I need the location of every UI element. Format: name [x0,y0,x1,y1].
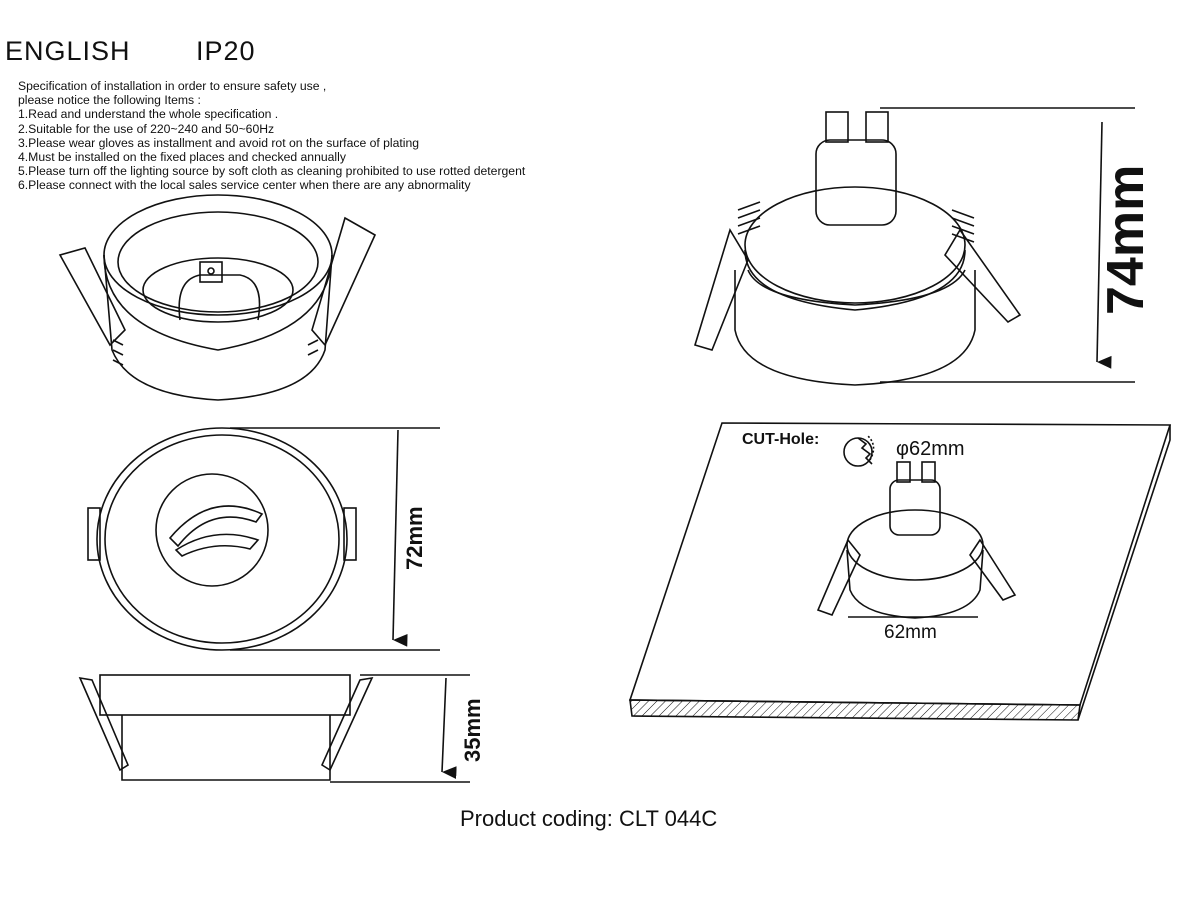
spec-item: 4.Must be installed on the fixed places … [18,150,346,165]
spec-item: 1.Read and understand the whole specific… [18,107,279,122]
installed-width: 62mm [884,622,937,643]
lamp-front-view [87,427,440,651]
spec-item: 5.Please turn off the lighting source by… [18,164,526,179]
spec-item: 6.Please connect with the local sales se… [18,178,471,193]
product-coding: Product coding: CLT 044C [460,806,718,831]
height-dimension: 74mm [1097,165,1155,315]
lamp-gu10-view [693,107,1135,386]
depth-dimension: 35mm [460,698,485,762]
language-label: ENGLISH [5,36,131,66]
ceiling-board [628,422,1172,721]
spec-intro: please notice the following Items : [18,93,201,108]
installation-specification: Specification of installation in order t… [18,79,525,193]
cut-hole-diameter: φ62mm [896,438,965,460]
lamp-side-view [78,674,470,783]
spec-item: 2.Suitable for the use of 220~240 and 50… [18,121,275,136]
diameter-dimension: 72mm [402,506,427,570]
cut-hole-label: CUT-Hole: [742,431,819,448]
lamp-perspective-view [58,194,377,401]
ip-rating: IP20 [196,36,256,66]
spec-intro: Specification of installation in order t… [18,79,327,93]
spec-item: 3.Please wear gloves as installment and … [18,135,420,150]
